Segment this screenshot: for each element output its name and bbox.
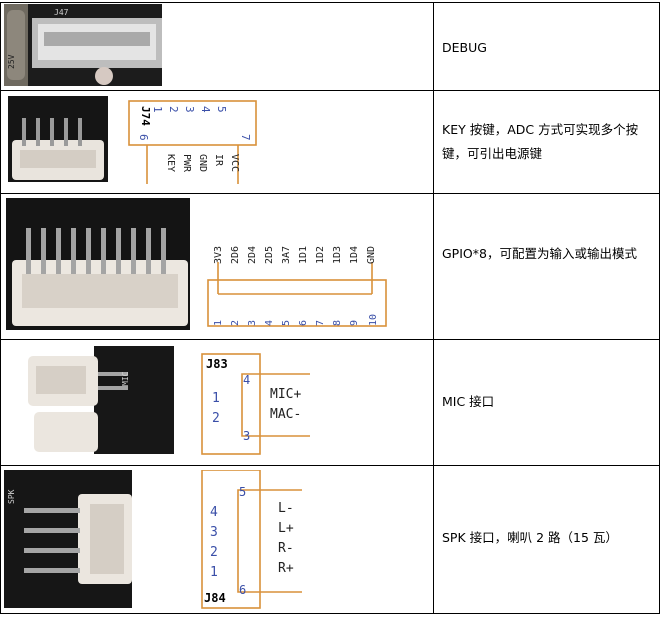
table-border-mid [433,2,434,614]
j83-pin-3: 3 [243,429,250,443]
j74-pin-3: 3 [183,106,196,113]
debug-connector-photo: J47 25V [4,4,162,86]
row-line-2 [0,193,660,194]
mic-photo-svg: MIC [24,346,174,454]
j83-frame [201,353,261,455]
j83-signal-macm: MAC- [270,407,301,422]
gpio-pin-9: 9 [349,320,360,326]
j84-frame [201,470,261,609]
table-border-right [659,2,660,614]
j84-signal-rm: R- [278,541,294,556]
debug-photo-svg: J47 25V [4,4,162,86]
pinout-table [0,2,660,614]
gpio-sig-1d3: 1D3 [332,246,343,264]
gpio-sig-2d4: 2D4 [247,246,258,264]
gpio-frame [207,279,387,327]
gpio-pin-8: 8 [332,320,343,326]
j84-pin-2: 2 [210,545,218,560]
j84-pin-4: 4 [210,505,218,520]
gpio-pin-5: 5 [281,320,292,326]
j74-frame [128,100,257,146]
j74-signal-vcc: VCC [229,154,240,172]
mic-silk-label: MIC [121,371,130,386]
gpio-pin-numbers: 1 2 3 4 5 6 7 8 9 10 [213,314,379,326]
gpio-sig-1d4: 1D4 [349,246,360,264]
j74-pinout-diagram: J74 1 2 3 4 5 6 7 KEY PWR GND IR VCC [128,100,257,184]
j74-signal-ir: IR [213,154,224,167]
j83-leads [241,373,310,437]
gpio-signal-labels: 3V3 2D6 2D4 2D5 3A7 1D1 1D2 1D3 1D4 GND [213,246,377,264]
j74-pin-1: 1 [151,106,164,113]
row-line-5 [0,613,660,614]
row-spk-description: SPK 接口，喇叭 2 路（15 瓦） [442,530,618,545]
j83-signal-micp: MIC+ [270,387,301,402]
gpio-pin-6: 6 [298,320,309,326]
j74-pin-5: 5 [215,106,228,113]
j74-pin-6: 6 [137,134,150,141]
key-connector-photo [8,96,108,182]
j84-signal-rp: R+ [278,561,294,576]
row-line-3 [0,339,660,340]
j83-pin-1: 1 [212,391,220,406]
gpio-pin-1: 1 [213,320,224,326]
j84-pin-5: 5 [239,485,246,499]
gpio-pin-7: 7 [315,320,326,326]
j74-signal-pwr: PWR [181,154,192,173]
j84-pin-3: 3 [210,525,218,540]
j74-pin-2: 2 [167,106,180,113]
j74-connector-label: J74 [139,106,152,126]
gpio-sig-gnd: GND [366,246,377,264]
key-photo-svg [8,96,108,182]
debug-silk-label: J47 [54,8,69,17]
j74-pin-7: 7 [239,134,252,141]
j83-pin-2: 2 [212,411,220,426]
gpio-pin-4: 4 [264,320,275,326]
gpio-pin-2: 2 [230,320,241,326]
gpio-connector-photo [6,198,190,330]
spk-silk-label: SPK [7,489,16,504]
j84-connector-label: J84 [204,591,226,605]
j74-signal-key: KEY [165,154,176,172]
debug-cap-label: 25V [7,54,16,69]
row-line-0 [0,2,660,3]
j84-pin-6: 6 [239,583,246,597]
spk-connector-photo: SPK [4,470,132,608]
j84-signal-lp: L+ [278,521,294,536]
row-line-4 [0,465,660,466]
gpio-sig-3a7: 3A7 [281,246,292,264]
j84-leads [237,489,302,593]
gpio-pinout-diagram [207,262,387,327]
spk-photo-svg: SPK [4,470,132,608]
row-mic-description: MIC 接口 [442,394,495,409]
gpio-pin-10: 10 [368,314,379,326]
j84-pinout-diagram: 5 6 4 3 2 1 J84 L- L+ R- R+ [201,470,302,609]
row-line-1 [0,90,660,91]
j83-pinout-diagram: J83 4 3 1 2 MIC+ MAC- [201,353,310,455]
gpio-photo-svg [6,198,190,330]
gpio-sig-1d1: 1D1 [298,246,309,264]
row-gpio-description: GPIO*8，可配置为输入或输出模式 [442,246,637,261]
j83-connector-label: J83 [206,357,228,371]
row-key-description: KEY 按键，ADC 方式可实现多个按键，可引出电源键 [442,122,639,161]
j84-signal-lm: L- [278,501,294,516]
gpio-sig-1d2: 1D2 [315,246,326,264]
mic-connector-photo: MIC [24,346,174,454]
table-border-left [0,2,1,614]
j83-pin-4: 4 [243,373,250,387]
j84-pin-1: 1 [210,565,218,580]
gpio-sig-2d6: 2D6 [230,246,241,264]
gpio-sig-2d5: 2D5 [264,246,275,264]
gpio-pin-3: 3 [247,320,258,326]
j74-signal-gnd: GND [197,154,208,172]
gpio-sig-3v3: 3V3 [213,246,224,264]
j74-pin-4: 4 [199,106,212,113]
row-debug-description: DEBUG [442,40,487,55]
